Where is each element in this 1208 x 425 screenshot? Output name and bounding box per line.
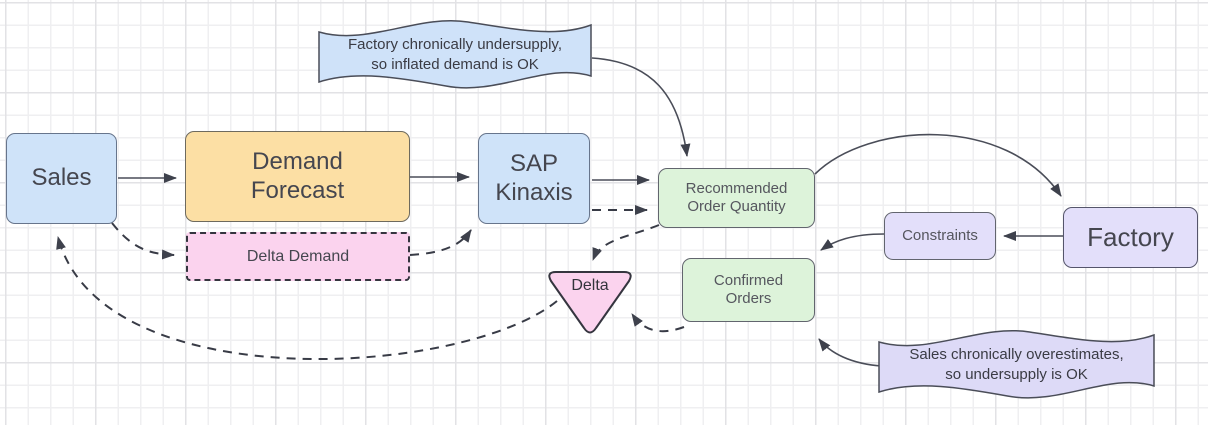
annotation-sales-note-text: Sales chronically overestimates, so unde… <box>909 345 1124 383</box>
edge-confirmed-orders-to-delta[interactable] <box>631 313 685 333</box>
annotation-sales-note[interactable]: Sales chronically overestimates, so unde… <box>878 322 1155 408</box>
tape-shape <box>878 330 1155 399</box>
edge-factory-note-to-recommended-order-quantity[interactable] <box>591 57 691 157</box>
annotation-factory-note-text: Factory chronically undersupply, so infl… <box>348 35 562 73</box>
edge-sales-note-to-confirmed-orders[interactable] <box>818 338 883 367</box>
annotation-factory-note[interactable]: Factory chronically undersupply, so infl… <box>318 12 592 98</box>
edge-constraints-to-confirmed-orders[interactable] <box>820 233 885 251</box>
edge-recommended-order-quantity-to-delta[interactable] <box>592 224 660 261</box>
edge-delta-to-sales[interactable] <box>56 236 558 360</box>
node-sales[interactable]: Sales <box>6 133 117 224</box>
delta-node-label: Delta <box>571 277 609 294</box>
edge-recommended-order-quantity-to-factory[interactable] <box>814 133 1062 197</box>
edge-sales-to-delta-demand[interactable] <box>111 222 175 260</box>
tape-shape <box>318 20 592 89</box>
edge-delta-demand-to-sap-kinaxis[interactable] <box>409 229 472 256</box>
node-confirmed-orders[interactable]: Confirmed Orders <box>682 258 815 322</box>
node-recommended-order-quantity[interactable]: Recommended Order Quantity <box>658 168 815 228</box>
node-factory[interactable]: Factory <box>1063 207 1198 268</box>
delta-node-shape[interactable] <box>548 271 632 334</box>
node-demand-forecast[interactable]: Demand Forecast <box>185 131 410 222</box>
node-delta-demand[interactable]: Delta Demand <box>186 232 410 281</box>
node-constraints[interactable]: Constraints <box>884 212 996 260</box>
node-sap-kinaxis[interactable]: SAP Kinaxis <box>478 133 590 224</box>
